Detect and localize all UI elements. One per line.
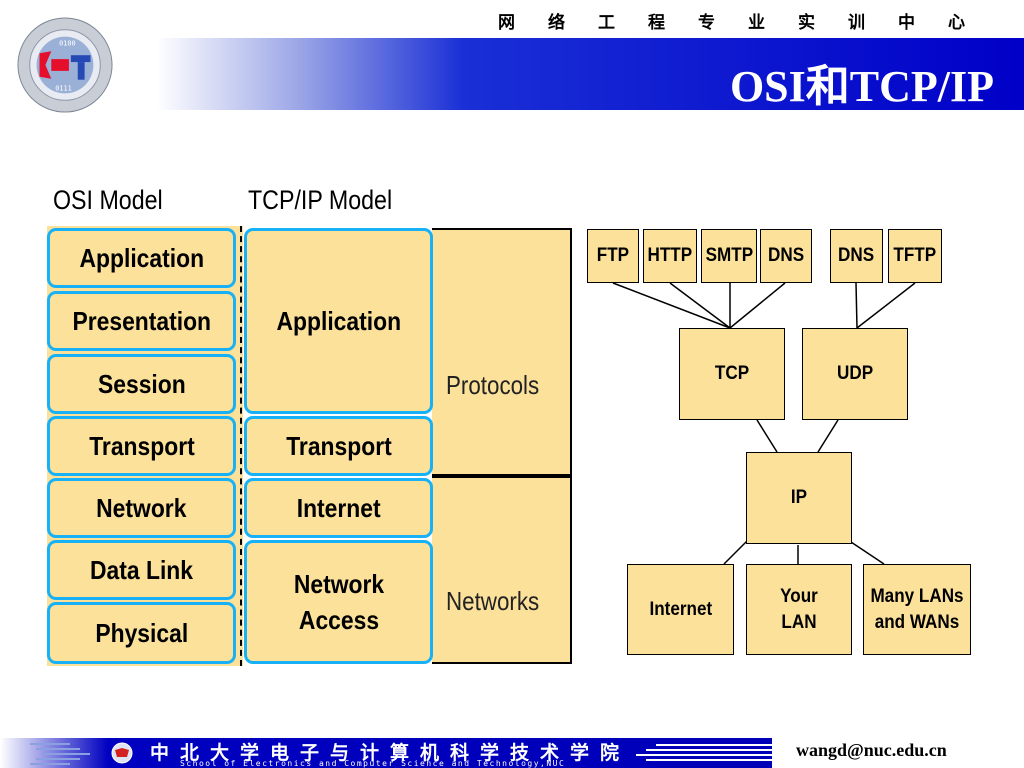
- osi-layer-application: Application: [47, 228, 236, 288]
- node-tcp: TCP: [679, 328, 785, 420]
- protocols-label: Protocols: [446, 370, 540, 400]
- tcpip-layer-network-access: Network Access: [244, 540, 433, 664]
- tcpip-model-heading: TCP/IP Model: [248, 185, 393, 215]
- node-smtp: SMTP: [701, 229, 757, 283]
- tcpip-layer-transport: Transport: [244, 416, 433, 476]
- node-internet: Internet: [627, 564, 734, 655]
- osi-layer-physical: Physical: [47, 602, 236, 664]
- svg-text:0100: 0100: [59, 39, 76, 47]
- tcpip-layer-internet: Internet: [244, 478, 433, 538]
- node-your-lan: Your LAN: [746, 564, 852, 655]
- osi-layer-data-link: Data Link: [47, 540, 236, 600]
- footer-school-name-cn: 中北大学电子与计算机科学技术学院: [150, 742, 631, 764]
- node-dns-udp: DNS: [830, 229, 883, 283]
- node-dns-tcp: DNS: [760, 229, 812, 283]
- footer-email[interactable]: wangd@nuc.edu.cn: [796, 740, 947, 760]
- node-ftp: FTP: [587, 229, 639, 283]
- node-tftp: TFTP: [888, 229, 942, 283]
- osi-layer-network: Network: [47, 478, 236, 538]
- footer-right-stripes-icon: [636, 744, 772, 761]
- protocols-group: [432, 228, 572, 476]
- node-udp: UDP: [802, 328, 908, 420]
- tcpip-layer-application: Application: [244, 228, 433, 414]
- networks-label: Networks: [446, 586, 540, 616]
- header-center-title: 网络工程专业实训中心: [498, 13, 998, 33]
- node-many-lans-wans: Many LANs and WANs: [863, 564, 971, 655]
- osi-layer-transport: Transport: [47, 416, 236, 476]
- node-ip: IP: [746, 452, 852, 544]
- osi-layer-presentation: Presentation: [47, 291, 236, 351]
- cst-logo-icon: 0100 0111: [17, 17, 113, 113]
- stack-divider: [240, 226, 246, 666]
- networks-group: [432, 476, 572, 664]
- slide-title: OSI和TCP/IP: [729, 62, 994, 111]
- node-http: HTTP: [643, 229, 697, 283]
- footer-school-name-en: School of Electronics and Computer Scien…: [180, 759, 566, 768]
- osi-model-heading: OSI Model: [53, 185, 163, 215]
- footer-stripes-icon: [30, 742, 133, 765]
- title-bar: [120, 38, 1024, 110]
- osi-layer-session: Session: [47, 354, 236, 414]
- svg-text:0111: 0111: [55, 84, 72, 92]
